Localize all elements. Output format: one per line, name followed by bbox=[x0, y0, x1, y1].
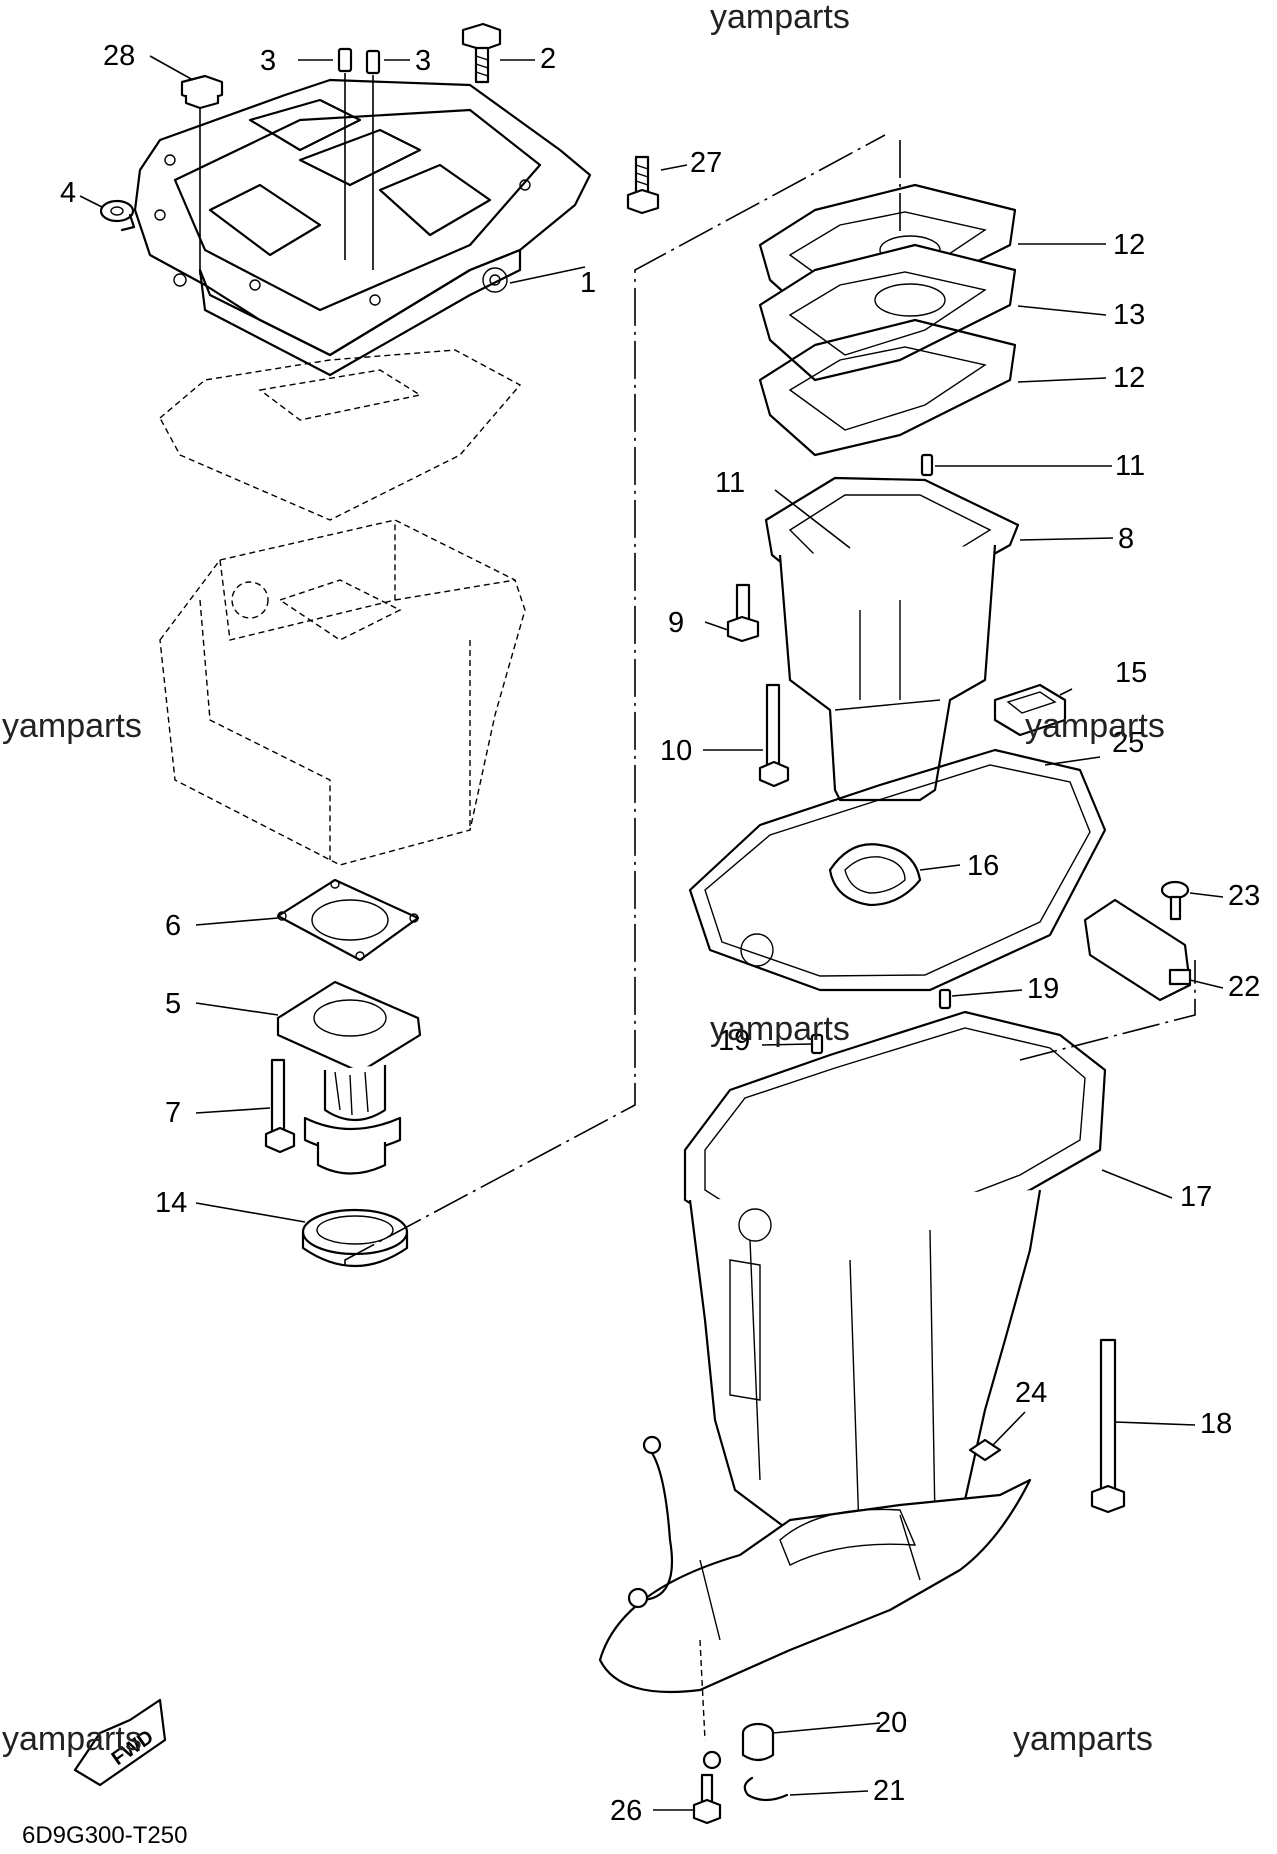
callout-18: 18 bbox=[1200, 1408, 1232, 1440]
callout-24: 24 bbox=[1015, 1377, 1047, 1409]
part-27-bolt bbox=[626, 155, 660, 215]
fwd-arrow-icon bbox=[73, 1698, 167, 1787]
part-15-rubber bbox=[993, 683, 1067, 737]
watermark: yamparts bbox=[2, 1720, 142, 1758]
part-14-seal bbox=[301, 1208, 409, 1267]
part-4-grommet bbox=[99, 199, 136, 232]
callout-13: 13 bbox=[1113, 299, 1145, 331]
part-6-gasket bbox=[276, 878, 420, 962]
callout-19: 19 bbox=[718, 1025, 750, 1057]
left-group-bracket bbox=[344, 134, 886, 1265]
callout-1: 1 bbox=[580, 267, 596, 299]
part-23-screw bbox=[1160, 880, 1190, 921]
callout-3: 3 bbox=[260, 45, 276, 77]
callout-9: 9 bbox=[668, 607, 684, 639]
callout-10: 10 bbox=[660, 735, 692, 767]
part-22-plate bbox=[1083, 898, 1192, 1002]
callout-20: 20 bbox=[875, 1707, 907, 1739]
callout-6: 6 bbox=[165, 910, 181, 942]
ground-lead-terminal-top-icon bbox=[642, 1435, 662, 1455]
watermark: yamparts bbox=[1013, 1720, 1153, 1758]
watermark: yamparts bbox=[2, 707, 142, 745]
callout-4: 4 bbox=[60, 177, 76, 209]
part-2-bolt bbox=[461, 22, 502, 84]
watermark: yamparts bbox=[1025, 707, 1165, 745]
part-25-gasket bbox=[688, 748, 1107, 992]
leader-lines bbox=[79, 55, 1224, 1811]
part-18-bolt bbox=[1090, 1338, 1126, 1514]
part-9-bolt bbox=[726, 583, 760, 643]
callout-28: 28 bbox=[103, 40, 135, 72]
part-26-bolt bbox=[692, 1750, 722, 1825]
callout-21: 21 bbox=[873, 1775, 905, 1807]
part-13-plate bbox=[758, 243, 1017, 382]
callout-5: 5 bbox=[165, 988, 181, 1020]
callout-23: 23 bbox=[1228, 880, 1260, 912]
oil-pan-hidden bbox=[159, 519, 526, 866]
callout-numbers: 28 3 3 2 4 27 1 12 13 12 11 11 8 9 15 10… bbox=[60, 40, 1260, 1827]
part-10-bolt bbox=[758, 683, 790, 788]
callout-16: 16 bbox=[967, 850, 999, 882]
part-16-seal bbox=[828, 843, 922, 907]
part-20-anode bbox=[741, 1722, 775, 1762]
callout-11: 11 bbox=[715, 467, 745, 499]
watermark: yamparts bbox=[710, 1010, 850, 1048]
callout-25: 25 bbox=[1112, 727, 1144, 759]
callout-14: 14 bbox=[155, 1187, 187, 1219]
watermarks: yamparts yamparts yamparts yamparts yamp… bbox=[2, 0, 1165, 1758]
part-5-mount-plate bbox=[276, 980, 422, 1175]
callout-22: 22 bbox=[1228, 971, 1260, 1003]
callout-12: 12 bbox=[1113, 362, 1145, 394]
callout-2: 2 bbox=[540, 43, 556, 75]
part-17-upper-casing bbox=[683, 1010, 1107, 1562]
part-12-gasket-bottom bbox=[758, 318, 1017, 457]
callout-15: 15 bbox=[1115, 657, 1147, 689]
callout-3: 3 bbox=[415, 45, 431, 77]
part-3-dowel-pins bbox=[337, 47, 381, 270]
diagram-code: 6D9G300-T250 bbox=[22, 1822, 187, 1849]
callout-26: 26 bbox=[610, 1795, 642, 1827]
right-group-bracket bbox=[899, 140, 1196, 1061]
upper-gasket-hidden bbox=[159, 349, 522, 521]
callout-17: 17 bbox=[1180, 1181, 1212, 1213]
watermark: yamparts bbox=[710, 0, 850, 36]
callout-19: 19 bbox=[1027, 973, 1059, 1005]
part-21-circlip bbox=[743, 1776, 789, 1802]
callout-7: 7 bbox=[165, 1097, 181, 1129]
part-28-plug bbox=[180, 74, 224, 275]
callout-12: 12 bbox=[1113, 229, 1145, 261]
part-8-muffler bbox=[764, 476, 1020, 802]
part-1-exhaust-manifold bbox=[133, 78, 592, 377]
callout-11: 11 bbox=[1115, 450, 1145, 482]
ground-lead-terminal-bottom-icon bbox=[627, 1587, 649, 1609]
callout-27: 27 bbox=[690, 147, 722, 179]
callout-8: 8 bbox=[1118, 523, 1134, 555]
lower-casing bbox=[598, 1478, 1032, 1741]
ground-lead bbox=[638, 1438, 674, 1602]
part-7-bolt bbox=[264, 1058, 296, 1154]
